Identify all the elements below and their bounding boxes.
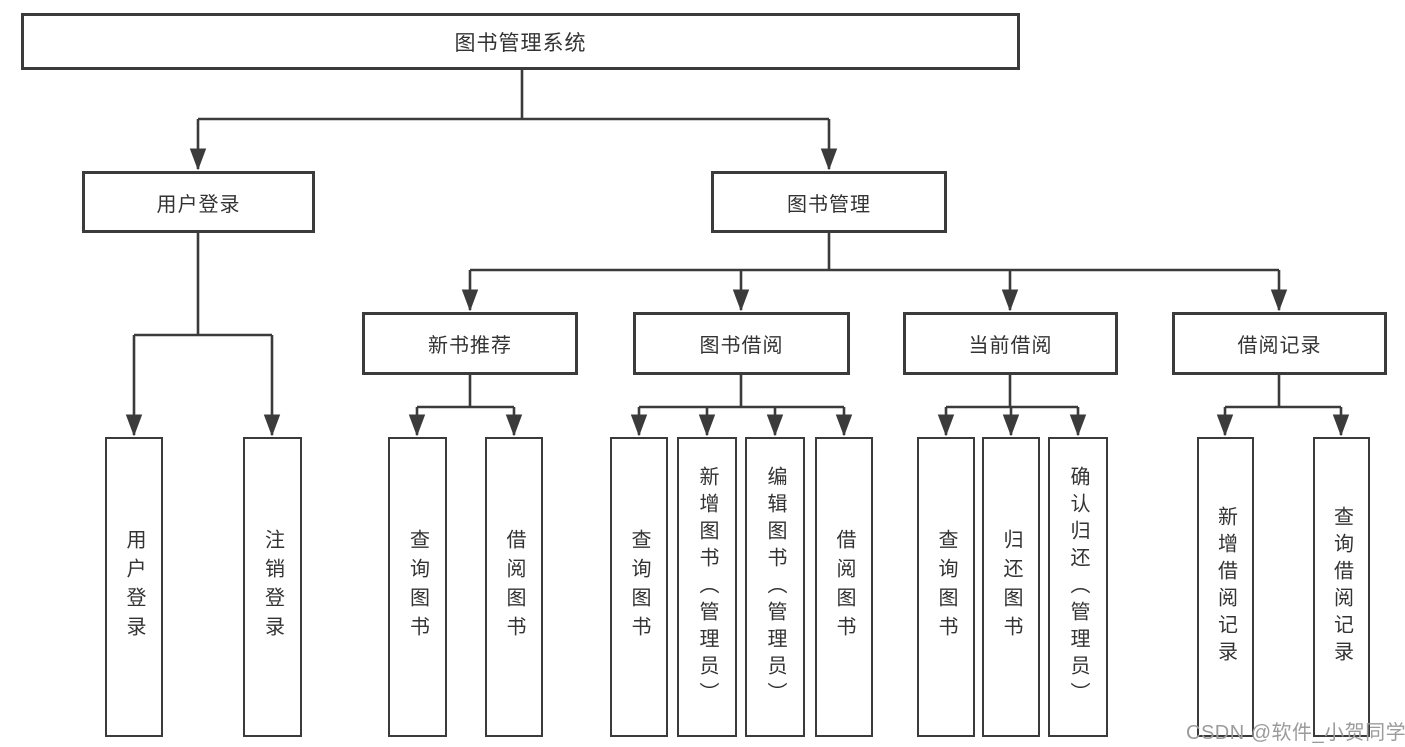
node-new-book-recommend: 新书推荐 [362,312,578,375]
leaf-logout: 注销登录 [243,437,302,737]
node-user-login: 用户登录 [82,171,315,233]
leaf-borrow-books-recommend: 借阅图书 [485,437,543,737]
node-label: 用户登录 [156,193,241,216]
node-label: 新书推荐 [428,335,512,357]
node-label: 借阅图书 [503,529,525,645]
leaf-edit-books-admin: 编辑图书（管理员） [745,437,805,737]
node-label: 查询图书 [935,529,957,645]
node-label: 借阅记录 [1237,335,1322,357]
leaf-confirm-return-admin: 确认归还（管理员） [1048,437,1108,737]
leaf-user-login: 用户登录 [105,437,163,737]
leaf-query-books-borrow: 查询图书 [610,437,668,737]
node-label: 确认归还（管理员） [1067,465,1089,709]
node-current-borrow: 当前借阅 [903,312,1118,375]
node-book-borrow: 图书借阅 [633,312,850,375]
leaf-return-books: 归还图书 [982,437,1040,737]
leaf-query-borrow-record: 查询借阅记录 [1313,437,1370,737]
node-label: 图书借阅 [699,335,784,357]
leaf-add-borrow-record: 新增借阅记录 [1197,437,1254,737]
node-label: 图书管理 [787,193,871,216]
node-label: 注销登录 [261,529,284,645]
node-label: 归还图书 [1000,529,1022,645]
node-library-management-system: 图书管理系统 [21,13,1020,70]
leaf-add-books-admin: 新增图书（管理员） [677,437,737,737]
csdn-watermark: CSDN @软件_小贺同学 [1186,722,1405,744]
node-borrow-records: 借阅记录 [1172,312,1387,375]
node-book-management: 图书管理 [711,171,947,233]
node-label: 借阅图书 [833,529,855,645]
leaf-query-books-current: 查询图书 [917,437,975,737]
leaf-query-books-recommend: 查询图书 [388,437,447,737]
node-label: 当前借阅 [968,335,1053,357]
node-label: 查询借阅记录 [1330,506,1353,668]
node-label: 查询图书 [628,529,650,645]
node-label: 用户登录 [123,529,145,645]
node-label: 编辑图书（管理员） [764,465,786,709]
node-label: 新增图书（管理员） [696,465,718,709]
node-label: 查询图书 [406,529,429,645]
node-label: 新增借阅记录 [1214,506,1237,668]
node-label: 图书管理系统 [454,31,587,55]
leaf-borrow-books: 借阅图书 [815,437,873,737]
